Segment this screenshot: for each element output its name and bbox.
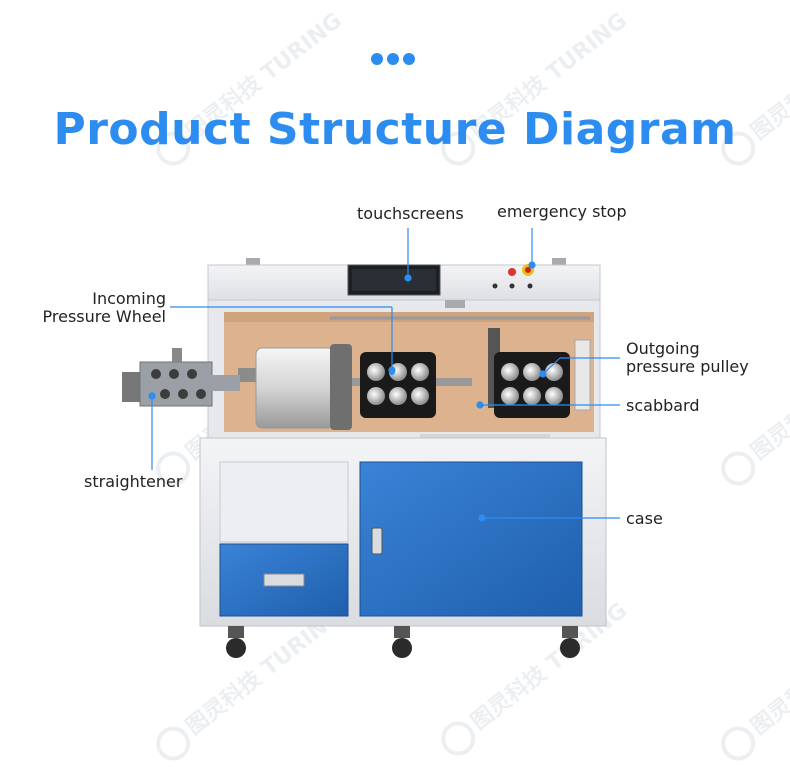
- label-touchscreens: touchscreens: [357, 204, 464, 223]
- label-scabbard: scabbard: [626, 396, 700, 415]
- label-line: Incoming: [92, 289, 166, 308]
- cabinet: [199, 437, 607, 627]
- label-emergency-stop: emergency stop: [497, 202, 627, 221]
- incoming-roller-block: [360, 352, 436, 418]
- page-title: Product Structure Diagram: [53, 104, 737, 155]
- decorative-dots: [371, 53, 415, 65]
- dot: [371, 53, 383, 65]
- casters: [226, 626, 580, 658]
- label-line: Pressure Wheel: [42, 307, 167, 326]
- label-incoming-pressure-wheel: Incoming Pressure Wheel: [30, 289, 167, 326]
- label-line: Outgoing: [626, 339, 700, 358]
- machine-illustration: [122, 228, 620, 658]
- label-line: pressure pulley: [626, 357, 749, 376]
- label-outgoing-pressure-pulley: Outgoing pressure pulley: [626, 340, 749, 376]
- dot: [387, 53, 399, 65]
- label-straightener: straightener: [84, 472, 183, 491]
- label-case: case: [626, 509, 663, 528]
- callout-lines: [148, 228, 620, 522]
- dot: [403, 53, 415, 65]
